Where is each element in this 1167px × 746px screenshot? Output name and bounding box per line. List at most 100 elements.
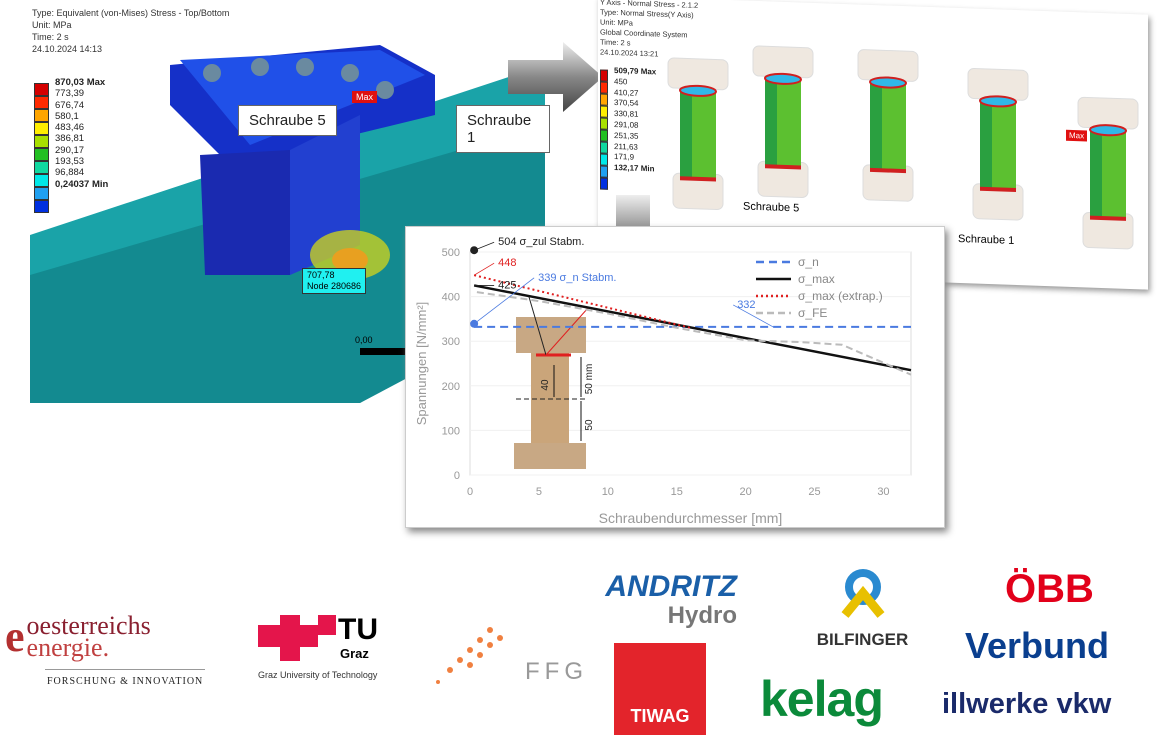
logo-bilfinger: BILFINGER [805,565,920,650]
legend-value: 96,884 [55,167,85,179]
legend-swatch [34,187,49,200]
legend-value: 386,81 [55,133,85,145]
x-tick-label: 5 [536,486,542,498]
x-axis-label: Schraubendurchmesser [mm] [599,510,783,526]
legend-swatch [34,135,49,148]
bilfinger-mark-icon [841,569,884,618]
annotation-label: 425 [498,279,516,291]
legend-label: σ_n [798,255,819,269]
bolt-shank [531,353,569,443]
oe-line2: energie. [26,633,110,662]
fe-header: Type: Equivalent (von-Mises) Stress - To… [32,7,229,55]
annotation-leader [732,304,774,328]
bolt-max-ring [980,186,1016,192]
pointer-arrow [545,307,589,356]
legend-swatch [600,177,608,190]
logo-andritz-hydro: ANDRITZ Hydro [592,572,737,630]
scale-label: 0,00 [355,335,373,345]
max-marker: Max [1066,129,1088,142]
arrow-right-icon [508,42,603,112]
logo-illwerke-vkw: illwerke vkw [942,688,1112,720]
x-tick-label: 25 [808,486,820,498]
bolt-max-ring [680,176,716,182]
bolt [1077,96,1139,250]
annotation-leader [473,262,495,276]
oe-mark-icon: e [5,612,25,661]
bolt [857,49,919,202]
oe-subtitle: FORSCHUNG & INNOVATION [47,676,204,687]
series-line-1 [473,284,912,372]
legend-value: 773,39 [55,88,85,100]
series-line-3 [476,291,912,376]
logo-tu-graz: TU Graz Graz University of Technology [258,615,378,680]
tiwag-text: TIWAG [630,706,690,726]
y-tick-label: 200 [442,381,460,393]
node-probe: 707,78 Node 280686 [302,268,367,294]
callout-screw1: Schraube 1 [456,105,550,153]
legend-value: 0,24037 Min [55,178,109,190]
annotation-label: 332 [737,299,755,311]
legend-swatch [34,148,49,161]
x-tick-label: 15 [671,486,683,498]
max-marker: Max [352,91,378,103]
y-tick-label: 500 [442,247,460,259]
legend-swatch [600,105,608,118]
bolt [667,57,729,211]
bolt-max-ring [1090,215,1126,221]
annotation-label: 339 σ_n Stabm. [538,272,616,284]
bolt-shade [765,76,777,167]
series-line-2 [473,274,691,329]
hydro-text: Hydro [667,602,737,629]
bolt-top [764,72,802,85]
legend-value: 290,17 [55,144,85,156]
legend-label: σ_max [798,272,835,286]
logo-tiwag: TIWAG [614,643,706,735]
bolt-top [979,95,1017,108]
annotation-leader [473,241,495,251]
pointer-arrow [528,296,547,356]
logo-obb: ÖBB [1005,567,1094,611]
fe-right-panel: Y Axis - Normal Stress - 2.1.2 Type: Nor… [598,0,1148,290]
bolt-max-ring [765,164,801,170]
bilfinger-text: BILFINGER [816,630,909,649]
header-line: Time: 2 s [32,32,69,42]
dimension-label: 50 [584,419,595,431]
legend-value: 870,03 Max [55,77,106,88]
probe-node: Node 280686 [307,281,362,291]
header-line: Type: Equivalent (von-Mises) Stress - To… [32,8,230,18]
y-axis-label: Spannungen [N/mm²] [414,302,429,426]
bolt-top [1089,124,1127,137]
color-scale [34,83,49,213]
legend-swatch [600,93,608,106]
y-tick-label: 0 [454,470,460,482]
dimension-label: 50 mm [584,364,595,395]
callout-screw5: Schraube 5 [238,105,337,136]
bolt-shade [870,79,882,171]
x-tick-label: 0 [467,486,473,498]
legend-value: 483,46 [55,122,85,134]
legend-swatch [34,96,49,109]
legend-swatch [600,165,608,178]
x-tick-label: 10 [602,486,614,498]
annotation-point [470,319,479,328]
legend-swatch [600,117,608,130]
legend-swatch [600,81,608,94]
header-line: Unit: MPa [32,20,72,30]
bolt-shade [1090,127,1102,218]
label-screw1: Schraube 1 [958,232,1015,247]
oe-line1: oesterreichs [26,611,151,640]
bolt-top [869,76,907,89]
y-tick-label: 100 [442,425,460,437]
bolt [752,45,814,199]
label-screw5: Schraube 5 [743,200,800,215]
tu-subtitle: Graz University of Technology [258,670,378,680]
legend-swatch [600,69,608,82]
bolt-shade [980,98,992,190]
tu-graz-text: Graz [340,646,369,661]
annotation-leader [473,277,535,325]
